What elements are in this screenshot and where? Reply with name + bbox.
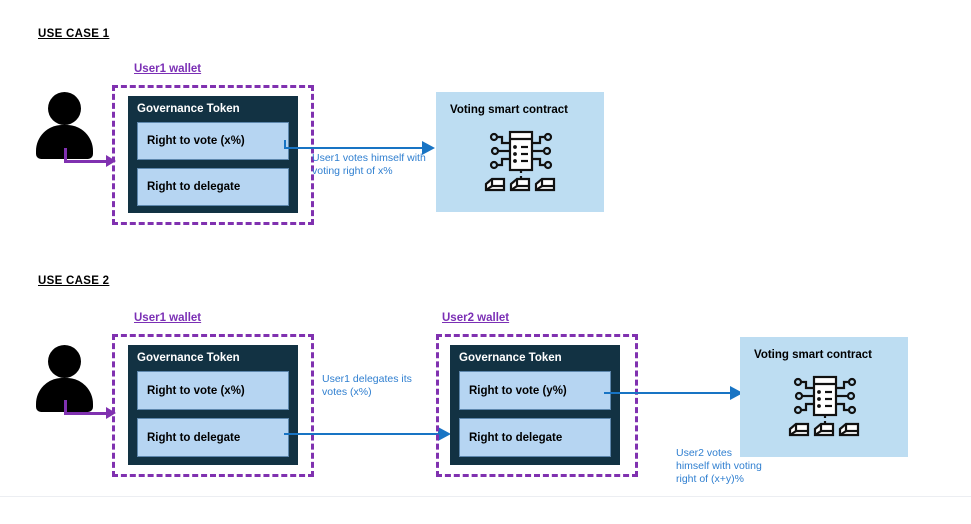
governance-token-title: Governance Token <box>137 103 240 115</box>
arrow-head-icon <box>438 427 451 441</box>
arrow-head-icon <box>422 141 435 155</box>
arrow-segment-horizontal <box>64 412 108 415</box>
smart-contract-icon <box>478 130 562 201</box>
arrow-head-icon <box>730 386 743 400</box>
use-case-2-heading: USE CASE 2 <box>38 275 110 287</box>
arrow-shaft <box>604 392 734 394</box>
voting-smart-contract-panel-uc1: Voting smart contract <box>436 92 604 212</box>
arrow-shaft <box>284 433 440 435</box>
vote-flow-note-uc1: User1 votes himself with voting right of… <box>312 152 426 177</box>
right-to-vote-row-uc1[interactable]: Right to vote (x%) <box>137 122 289 160</box>
arrow-shaft <box>284 147 424 149</box>
arrow-segment-horizontal <box>64 160 108 163</box>
user1-wallet-label-uc1: User1 wallet <box>134 63 202 75</box>
right-to-delegate-row-user2-uc2[interactable]: Right to delegate <box>459 418 611 457</box>
user1-wallet-boundary-uc2 <box>112 334 314 477</box>
person-head-icon <box>48 92 81 125</box>
voting-smart-contract-panel-uc2: Voting smart contract <box>740 337 908 457</box>
governance-token-card-user2-uc2: Governance Token Right to vote (y%) Righ… <box>450 345 620 465</box>
right-to-vote-row-user2-uc2[interactable]: Right to vote (y%) <box>459 371 611 410</box>
delegate-flow-note-uc2: User1 delegates its votes (x%) <box>322 373 412 398</box>
arrow-stub <box>284 140 286 149</box>
arrow-head-icon <box>106 155 116 167</box>
user1-wallet-label-uc2: User1 wallet <box>134 312 202 324</box>
vote-flow-note-uc2: User2 votes himself with voting right of… <box>676 447 762 485</box>
voting-smart-contract-title: Voting smart contract <box>754 349 872 361</box>
person-head-icon <box>48 345 81 378</box>
user2-wallet-boundary-uc2 <box>436 334 638 477</box>
arrow-head-icon <box>106 407 116 419</box>
smart-contract-icon <box>782 375 866 446</box>
right-to-delegate-row-uc1[interactable]: Right to delegate <box>137 168 289 206</box>
arrow-segment-vertical <box>64 148 67 163</box>
governance-token-title: Governance Token <box>459 352 562 364</box>
user2-wallet-label-uc2: User2 wallet <box>442 312 510 324</box>
governance-token-title: Governance Token <box>137 352 240 364</box>
governance-token-card-user1-uc2: Governance Token Right to vote (x%) Righ… <box>128 345 298 465</box>
right-to-delegate-row-user1-uc2[interactable]: Right to delegate <box>137 418 289 457</box>
voting-smart-contract-title: Voting smart contract <box>450 104 568 116</box>
arrow-segment-vertical <box>64 400 67 415</box>
governance-token-card-uc1: Governance Token Right to vote (x%) Righ… <box>128 96 298 213</box>
bottom-divider <box>0 496 971 497</box>
user1-wallet-boundary-uc1 <box>112 85 314 225</box>
right-to-vote-row-user1-uc2[interactable]: Right to vote (x%) <box>137 371 289 410</box>
use-case-1-heading: USE CASE 1 <box>38 28 110 40</box>
